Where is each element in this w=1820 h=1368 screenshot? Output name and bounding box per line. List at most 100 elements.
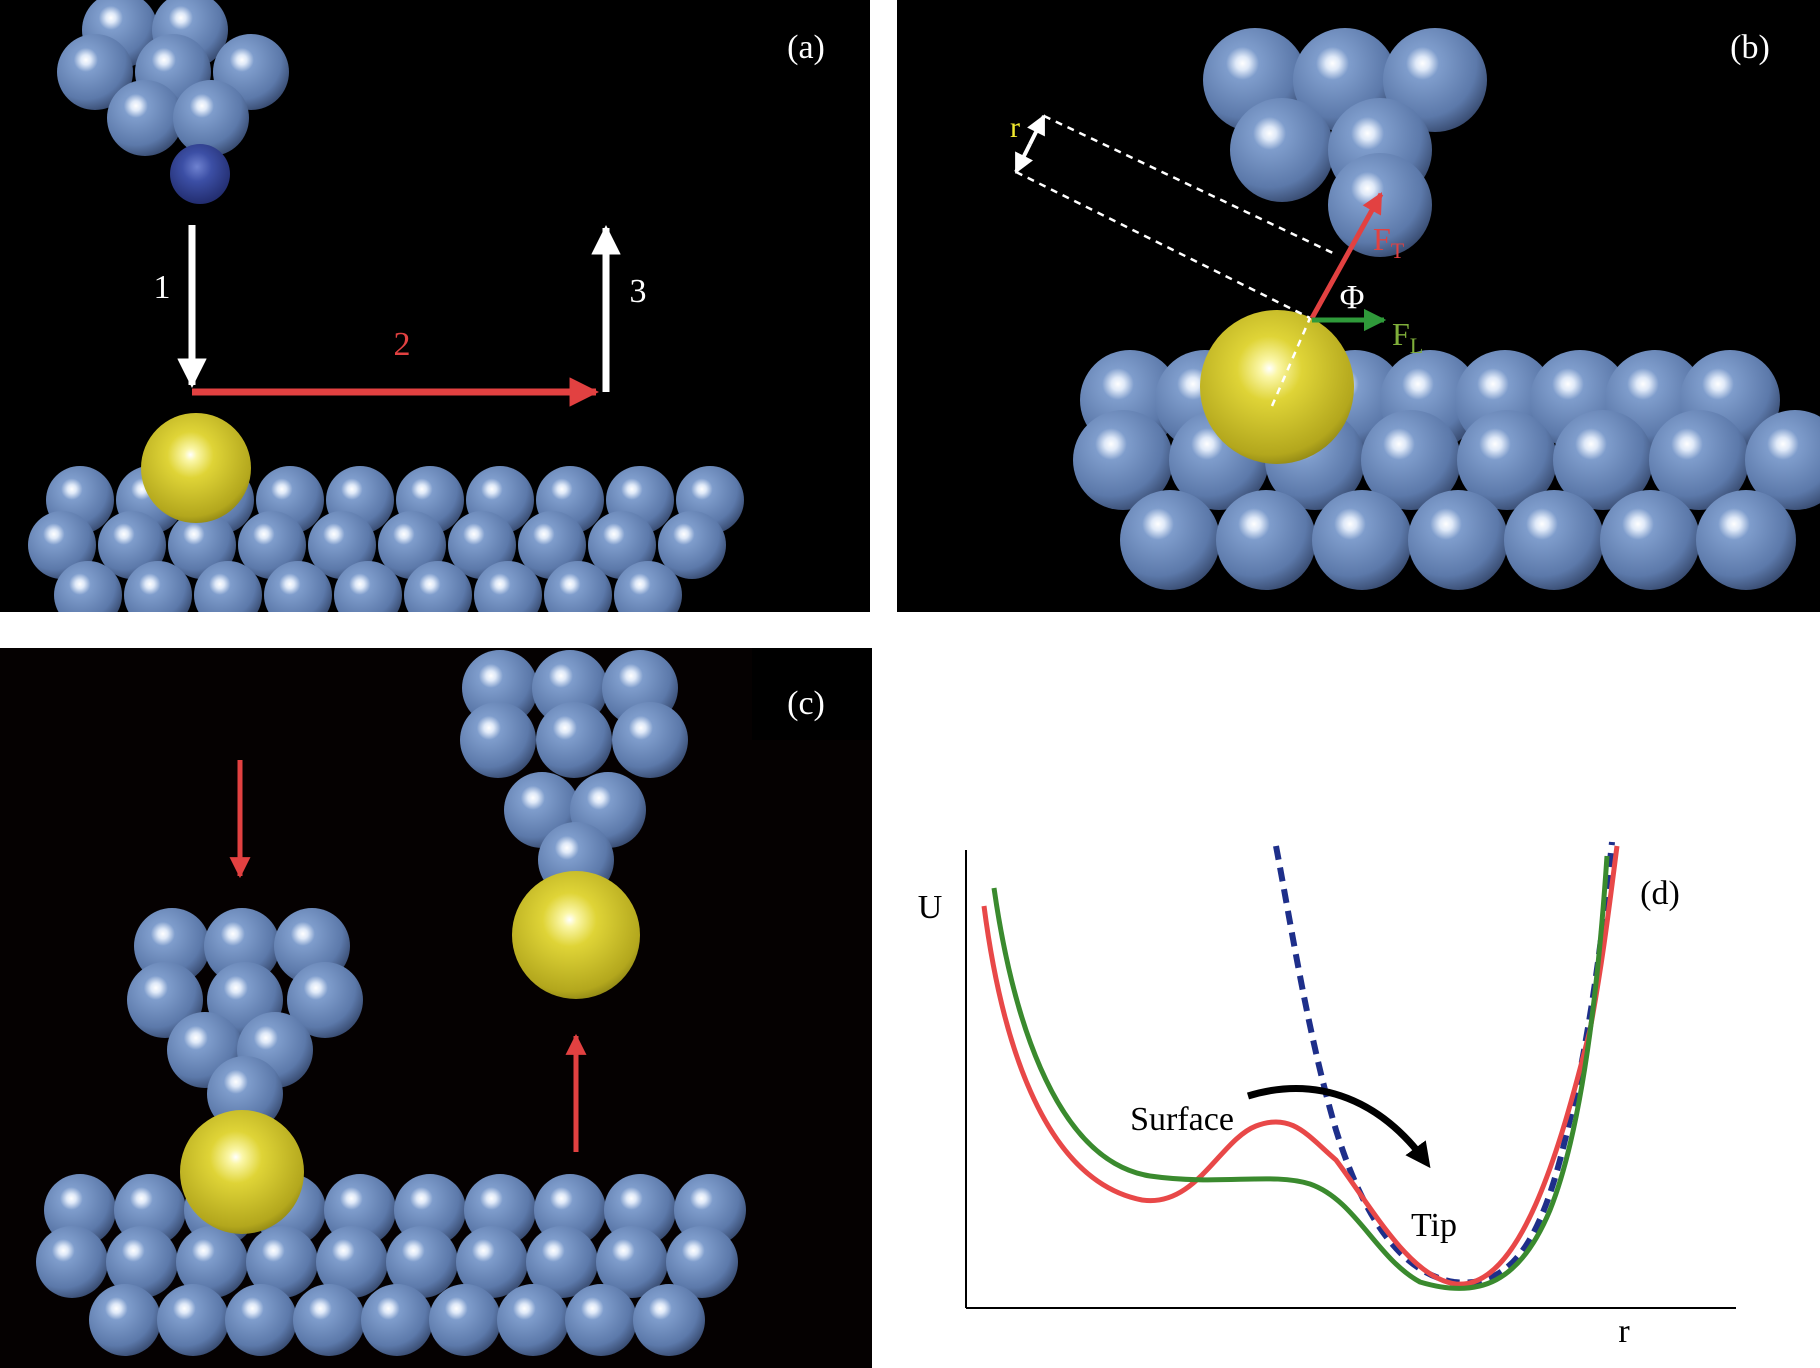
panel-c-label: (c) <box>787 685 825 722</box>
surface-atom <box>1408 490 1508 590</box>
lateral-force-subscript: L <box>1410 333 1423 358</box>
surface-atom <box>238 511 306 579</box>
tip-cluster-c-lowered <box>127 908 363 1132</box>
panel-c-label-box <box>752 648 872 740</box>
tip-force-arrow <box>1309 192 1384 320</box>
surface-atom <box>1457 410 1557 510</box>
surface-atom <box>614 561 682 612</box>
tip-atom <box>460 702 536 778</box>
surface-atom <box>1649 410 1749 510</box>
tip-atom <box>287 962 363 1038</box>
tip-cluster-a <box>57 0 289 156</box>
surface-atom <box>378 511 446 579</box>
panel-d-background <box>872 612 1820 1368</box>
tip-atom <box>612 702 688 778</box>
tip-apex-atom-a <box>170 144 230 204</box>
step-3-label: 3 <box>630 273 647 310</box>
panel-a-label: (a) <box>787 29 825 66</box>
tip-atom <box>1383 28 1487 132</box>
surface-atom <box>89 1284 161 1356</box>
surface-atom <box>316 1226 388 1298</box>
surface-atom <box>1120 490 1220 590</box>
surface-atom <box>386 1226 458 1298</box>
adatom-c-on-tip <box>512 871 640 999</box>
potential-curve-green <box>991 855 1610 1291</box>
surface-atom <box>404 561 472 612</box>
surface-atom <box>334 561 402 612</box>
surface-atom <box>1745 410 1820 510</box>
surface-atom <box>526 1226 598 1298</box>
dashed-axis-adatom <box>1270 317 1312 407</box>
tip-atom <box>1230 98 1334 202</box>
surface-atom <box>124 561 192 612</box>
surface-atom <box>565 1284 637 1356</box>
surface-atom <box>474 561 542 612</box>
tip-atom <box>173 80 249 156</box>
surface-label: Surface <box>1130 1101 1234 1138</box>
surface-atom <box>36 1226 108 1298</box>
surface-atom <box>225 1284 297 1356</box>
step-2-label: 2 <box>394 326 411 363</box>
surface-slab-a <box>28 466 744 612</box>
dashed-guide-upper <box>1043 114 1336 256</box>
surface-slab-c <box>36 1174 746 1356</box>
transfer-arrow <box>1246 1085 1431 1169</box>
panel-d-label: (d) <box>1640 875 1680 912</box>
surface-atom <box>1312 490 1412 590</box>
surface-atom <box>194 561 262 612</box>
surface-atom <box>28 511 96 579</box>
angle-phi-label: Φ <box>1340 279 1365 316</box>
surface-atom <box>518 511 586 579</box>
lateral-force-label: FL <box>1392 316 1423 358</box>
tip-force-label: FT <box>1373 221 1405 263</box>
surface-atom <box>176 1226 248 1298</box>
adatom-b <box>1200 310 1354 464</box>
surface-atom <box>429 1284 501 1356</box>
panel-b: r Φ FT FL (b) <box>897 0 1820 612</box>
tip-atom <box>536 702 612 778</box>
tip-atom <box>204 908 280 984</box>
distance-r-arrow-2 <box>1014 143 1033 174</box>
panel-c: (c) <box>0 648 872 1368</box>
surface-atom <box>1553 410 1653 510</box>
surface-atom <box>666 1226 738 1298</box>
surface-atom <box>544 561 612 612</box>
surface-atom <box>1696 490 1796 590</box>
tip-cluster-b <box>1203 28 1487 257</box>
dashed-guide-lower <box>1015 170 1311 320</box>
surface-atom <box>633 1284 705 1356</box>
distance-r-arrow <box>1027 114 1046 145</box>
surface-atom <box>54 561 122 612</box>
surface-atom <box>497 1284 569 1356</box>
panel-b-label: (b) <box>1730 29 1770 66</box>
surface-atom <box>1504 490 1604 590</box>
surface-atom <box>1073 410 1173 510</box>
surface-slab-b <box>1073 350 1820 590</box>
tip-atom <box>57 34 133 110</box>
tip-force-symbol: F <box>1373 221 1391 257</box>
lateral-force-symbol: F <box>1392 316 1410 352</box>
surface-atom <box>596 1226 668 1298</box>
surface-atom <box>1361 410 1461 510</box>
tip-label: Tip <box>1411 1207 1457 1244</box>
panel-d: U r Surface Tip (d) <box>872 612 1820 1368</box>
surface-atom <box>168 511 236 579</box>
surface-atom <box>293 1284 365 1356</box>
surface-atom <box>246 1226 318 1298</box>
surface-atom <box>106 1226 178 1298</box>
adatom-c-surface <box>180 1110 304 1234</box>
surface-atom <box>157 1284 229 1356</box>
tip-cluster-c-raised <box>460 650 688 898</box>
surface-atom <box>456 1226 528 1298</box>
surface-atom <box>308 511 376 579</box>
step-1-label: 1 <box>154 269 171 306</box>
surface-atom <box>264 561 332 612</box>
surface-atom <box>658 511 726 579</box>
surface-atom <box>361 1284 433 1356</box>
distance-r-label: r <box>1010 111 1020 144</box>
y-axis-label: U <box>918 889 943 926</box>
surface-atom <box>1600 490 1700 590</box>
adatom-a <box>141 413 251 523</box>
surface-atom <box>588 511 656 579</box>
